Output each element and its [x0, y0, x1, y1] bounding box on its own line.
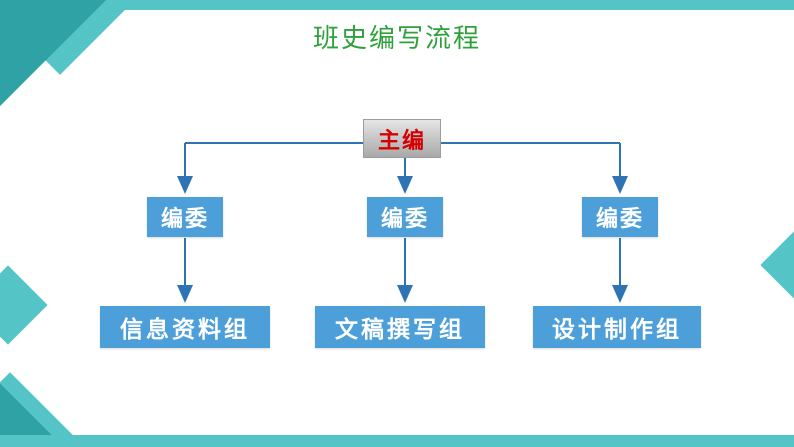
node-editorial-board-1[interactable]: 编委	[147, 197, 223, 237]
node-design-production-group[interactable]: 设计制作组	[533, 306, 701, 348]
slide-title: 班史编写流程	[312, 23, 481, 53]
top-border-bar	[0, 0, 794, 10]
node-editorial-board-1-label: 编委	[160, 206, 209, 231]
node-chief-editor-label: 主编	[377, 127, 426, 153]
node-editorial-board-2[interactable]: 编委	[367, 197, 443, 237]
node-editorial-board-2-label: 编委	[380, 206, 429, 231]
node-manuscript-writing-group-label: 文稿撰写组	[335, 316, 465, 342]
node-editorial-board-3-label: 编委	[595, 206, 644, 231]
node-info-materials-group[interactable]: 信息资料组	[100, 306, 270, 348]
node-info-materials-group-label: 信息资料组	[120, 316, 250, 342]
node-design-production-group-label: 设计制作组	[552, 316, 682, 342]
bottom-border-bar	[0, 435, 794, 447]
node-editorial-board-3[interactable]: 编委	[582, 197, 658, 237]
node-manuscript-writing-group[interactable]: 文稿撰写组	[315, 306, 485, 348]
node-chief-editor[interactable]: 主编	[363, 119, 441, 158]
